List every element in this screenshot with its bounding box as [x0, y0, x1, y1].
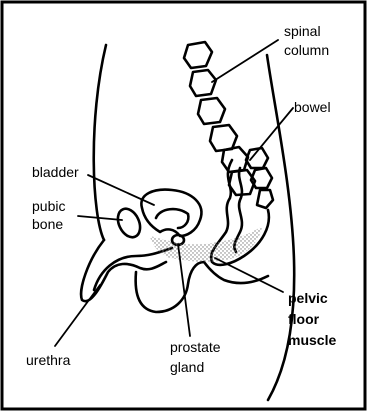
label-pelvic-floor-muscle-line2: floor — [288, 311, 320, 327]
leader-bowel — [250, 108, 293, 160]
abdomen-outline — [94, 45, 106, 240]
leader-pelvic-floor-muscle — [215, 258, 283, 292]
label-prostate-gland-line1: prostate — [170, 339, 221, 355]
label-bowel: bowel — [294, 99, 331, 115]
label-spinal-column-line2: column — [284, 42, 329, 58]
leader-pubic-bone — [78, 216, 122, 220]
label-spinal-column-line1: spinal — [284, 23, 321, 39]
label-pelvic-floor-muscle-line1: pelvic — [288, 290, 328, 306]
pubic-bone — [114, 205, 145, 241]
bladder-inner — [156, 209, 188, 228]
label-prostate-gland-line2: gland — [170, 359, 204, 375]
label-pelvic-floor-muscle-line3: muscle — [288, 332, 336, 348]
label-urethra: urethra — [26, 352, 71, 368]
bladder — [141, 190, 201, 236]
leader-bladder — [88, 175, 154, 205]
label-pubic-bone-line1: pubic — [32, 198, 65, 214]
back-outline — [267, 55, 294, 400]
leader-urethra — [55, 285, 100, 346]
label-pubic-bone-line2: bone — [32, 216, 63, 232]
urethra-tube — [94, 248, 172, 290]
label-bladder: bladder — [32, 164, 79, 180]
